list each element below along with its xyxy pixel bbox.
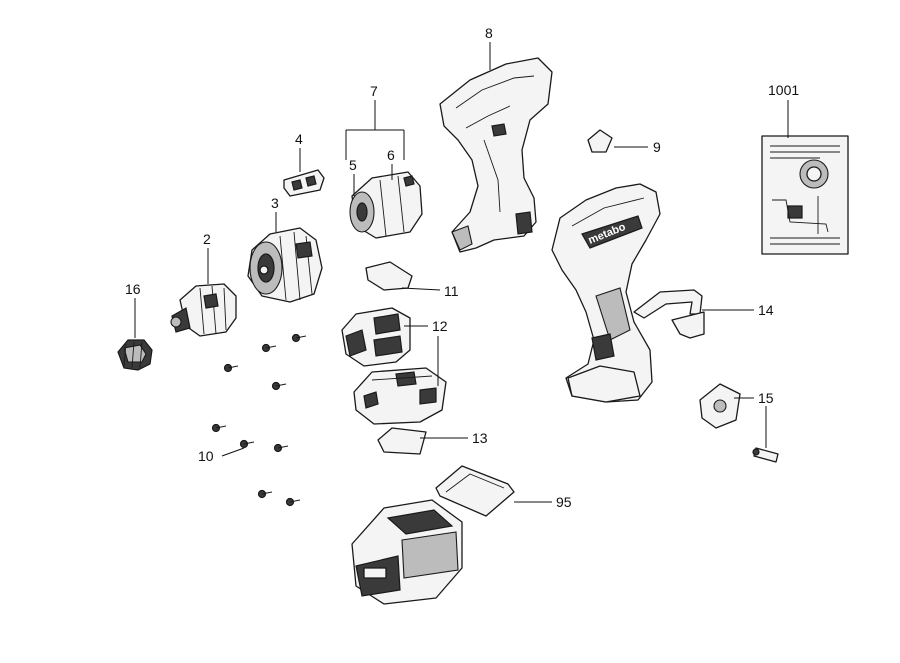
screw	[211, 423, 227, 433]
callout-1001: 1001	[768, 82, 799, 98]
screw	[285, 497, 301, 507]
screw	[261, 343, 277, 353]
callout-5: 5	[349, 157, 357, 173]
callout-9: 9	[653, 139, 661, 155]
part-2-chuck	[170, 283, 237, 337]
callout-3: 3	[271, 195, 279, 211]
housing-right: metabo	[551, 183, 661, 403]
part-16-nut	[117, 339, 153, 371]
screw	[223, 363, 239, 373]
part-95-rails	[435, 465, 515, 517]
part-12-tray	[353, 367, 447, 425]
callout-4: 4	[295, 131, 303, 147]
leader-lines	[134, 42, 789, 503]
part-10-screws	[211, 333, 307, 507]
part-4-direction-switch	[283, 169, 325, 197]
battery-pack	[351, 499, 463, 605]
callout-10: 10	[198, 448, 214, 464]
callout-95: 95	[556, 494, 572, 510]
callout-12: 12	[432, 318, 448, 334]
callout-6: 6	[387, 147, 395, 163]
callout-11: 11	[444, 283, 459, 299]
screw	[271, 381, 287, 391]
callout-15: 15	[758, 390, 774, 406]
part-15-screw	[752, 447, 779, 463]
part-12-switch-module	[341, 307, 411, 367]
part-13-pad	[377, 427, 427, 455]
screw	[239, 439, 255, 449]
screw	[257, 489, 273, 499]
callout-16: 16	[125, 281, 141, 297]
screw	[273, 443, 289, 453]
part-9-label	[587, 129, 613, 153]
callout-labels: 1001 8 7 9 4 5 6 3 2 16 11 12 14 15 13 1…	[125, 25, 799, 510]
callout-7: 7	[370, 83, 378, 99]
part-8-housing-left	[439, 57, 553, 253]
callout-14: 14	[758, 302, 774, 318]
part-3-gearbox	[247, 227, 323, 303]
part-1001-label	[761, 135, 849, 255]
callout-8: 8	[485, 25, 493, 41]
callout-13: 13	[472, 430, 488, 446]
part-11-cover	[365, 261, 413, 291]
part-15-clip	[699, 383, 741, 429]
part-6-motor	[349, 171, 423, 239]
callout-2: 2	[203, 231, 211, 247]
screw	[291, 333, 307, 343]
part-14-belt-hook	[633, 289, 705, 339]
